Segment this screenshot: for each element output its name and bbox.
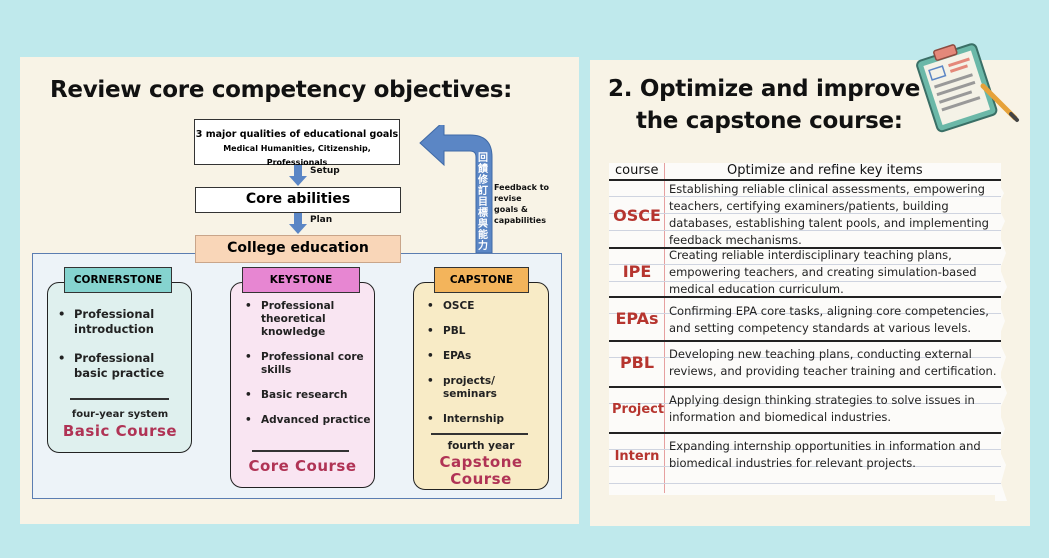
- row-course-project: Project: [612, 402, 665, 417]
- ruled-line: [609, 313, 1001, 314]
- ruled-line: [609, 403, 1001, 404]
- list-item: •Advanced practice: [245, 414, 371, 426]
- cornerstone-item: Professional basic practice: [74, 351, 165, 380]
- row-text-project: Applying design thinking strategies to s…: [669, 393, 975, 424]
- row-divider: [609, 247, 1001, 249]
- row-divider: [609, 296, 1001, 298]
- plan-label: Plan: [310, 215, 333, 225]
- cornerstone-label: CORNERSTONE: [64, 267, 172, 293]
- list-item: •Professional core skills: [245, 351, 364, 376]
- educational-goals-box: 3 major qualities of educational goals M…: [194, 119, 400, 167]
- feedback-line-1: Feedback to revise: [494, 183, 550, 203]
- college-education-box: College education: [195, 235, 401, 263]
- capstone-list: •OSCE •PBL •EPAs •projects/ seminars •In…: [427, 300, 547, 438]
- goals-title: 3 major qualities of educational goals: [195, 129, 399, 140]
- list-item: •Professional introduction: [58, 307, 155, 336]
- row-text-osce: Establishing reliable clinical assessmen…: [669, 182, 989, 247]
- capstone-system: fourth year: [447, 440, 515, 452]
- list-item: •PBL: [427, 325, 466, 337]
- row-course-epas: EPAs: [615, 309, 659, 328]
- row-text-ipe: Creating reliable interdisciplinary teac…: [669, 248, 977, 296]
- keystone-item: Basic research: [261, 389, 348, 401]
- list-item: •EPAs: [427, 350, 472, 362]
- row-text-epas: Confirming EPA core tasks, aligning core…: [669, 304, 989, 335]
- divider: [70, 398, 169, 400]
- row-divider: [609, 340, 1001, 342]
- row-text-pbl: Developing new teaching plans, conductin…: [669, 347, 997, 378]
- setup-label: Setup: [310, 166, 340, 176]
- row-divider: [609, 179, 1001, 181]
- keystone-label: KEYSTONE: [242, 267, 360, 293]
- capstone-course-name: Capstone Course: [439, 453, 523, 488]
- ruled-line: [609, 466, 1001, 467]
- ruled-line: [609, 357, 1001, 358]
- ruled-line: [609, 213, 1001, 214]
- capstone-item: OSCE: [443, 300, 475, 312]
- header-items: Optimize and refine key items: [727, 163, 923, 178]
- ruled-line: [609, 483, 1001, 484]
- pencil-icon: [980, 83, 1019, 122]
- cornerstone-item: Professional introduction: [74, 307, 155, 336]
- keystone-course-name: Core Course: [248, 457, 357, 475]
- row-course-osce: OSCE: [613, 206, 661, 225]
- feedback-arrow-icon: [419, 125, 493, 253]
- capstone-item: PBL: [443, 325, 466, 337]
- feedback-line-2: goals & capabilities: [494, 205, 546, 225]
- clipboard-icon: [916, 43, 1019, 133]
- goals-subtitle: Medical Humanities, Citizenship, Profess…: [223, 144, 371, 167]
- divider: [252, 450, 349, 452]
- notepad-margin-line: [664, 163, 665, 493]
- notepad: [609, 163, 1001, 495]
- capstone-item: projects/ seminars: [443, 375, 497, 400]
- list-item: •OSCE: [427, 300, 475, 312]
- keystone-item: Advanced practice: [261, 414, 371, 426]
- feedback-label: Feedback to revise goals & capabilities: [494, 182, 579, 226]
- cornerstone-list: •Professional introduction •Professional…: [58, 307, 190, 395]
- feedback-cjk-label: 回饋修訂目標與能力: [478, 153, 488, 252]
- capstone-card: [413, 282, 549, 490]
- right-panel: 2. Optimize and improve the capstone cou…: [590, 43, 1030, 526]
- list-item: •Internship: [427, 413, 505, 425]
- right-title-line-2: the capstone course:: [636, 108, 903, 134]
- list-item: •Professional basic practice: [58, 351, 165, 380]
- ruled-line: [609, 281, 1001, 282]
- row-divider: [609, 386, 1001, 388]
- row-divider: [609, 432, 1001, 434]
- cornerstone-course-name: Basic Course: [62, 422, 178, 440]
- down-arrow-icon: [289, 165, 307, 186]
- ruled-line: [609, 449, 1001, 450]
- header-course: course: [615, 163, 659, 178]
- divider: [431, 433, 528, 435]
- left-panel: Review core competency objectives: 3 maj…: [20, 57, 579, 524]
- ruled-line: [609, 196, 1001, 197]
- cornerstone-system: four-year system: [71, 409, 169, 420]
- cornerstone-card: [47, 282, 192, 453]
- ruled-line: [609, 230, 1001, 231]
- right-title-line-1: 2. Optimize and improve: [608, 76, 921, 102]
- core-abilities-box: Core abilities: [195, 187, 401, 213]
- keystone-item: Professional core skills: [261, 351, 364, 376]
- list-item: •Basic research: [245, 389, 348, 401]
- keystone-item: Professional theoretical knowledge: [261, 300, 335, 338]
- list-item: •Professional theoretical knowledge: [245, 300, 335, 338]
- keystone-list: •Professional theoretical knowledge •Pro…: [245, 300, 373, 439]
- capstone-item: Internship: [443, 413, 505, 425]
- row-course-intern: Intern: [614, 449, 660, 464]
- capstone-label: CAPSTONE: [434, 267, 529, 293]
- ruled-line: [609, 264, 1001, 265]
- capstone-item: EPAs: [443, 350, 472, 362]
- left-title: Review core competency objectives:: [50, 77, 513, 103]
- row-course-ipe: IPE: [622, 262, 652, 281]
- list-item: •projects/ seminars: [427, 375, 497, 400]
- row-course-pbl: PBL: [619, 353, 655, 372]
- row-text-intern: Expanding internship opportunities in in…: [669, 439, 981, 470]
- down-arrow-icon: [289, 213, 307, 234]
